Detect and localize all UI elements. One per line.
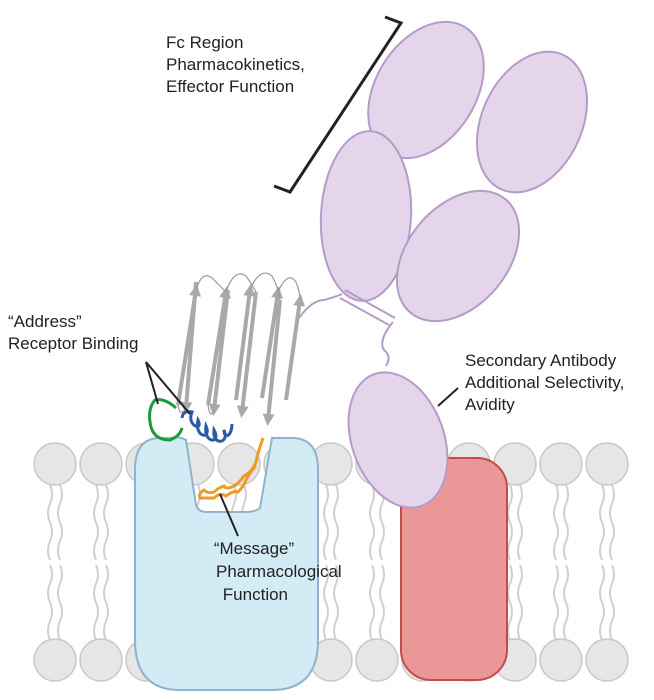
fc-region-line3: Effector Function [166,77,294,96]
beta-strand [206,286,231,406]
fc-domain-bottom-left [319,130,413,302]
beta-turn-loop [195,275,227,293]
lipid-head-inner [33,638,77,682]
secondary-linker [381,321,394,367]
beta-strand [234,284,256,401]
address-label: “Address” Receptor Binding [8,312,138,353]
primary-receptor [134,436,319,691]
lipid-tail-upper [333,484,339,561]
lipid-head-outer [79,442,123,486]
lipid-tail-upper [323,484,329,561]
lipid-tail-lower [103,564,109,641]
lipid-head-inner [79,638,123,682]
lipid-tail-upper [47,484,53,561]
peptide-fc-linker [298,293,343,319]
beta-turn-loop [225,273,257,293]
address-pointer [145,361,191,415]
hinge-disulfide-a [344,289,396,319]
lipid-tail-lower [323,564,329,641]
antibody-linkers [298,289,396,367]
lipid-tail-lower [369,564,375,641]
lipid-tail-upper [57,484,63,561]
lipid-tail-upper [93,484,99,561]
lipid-tail-upper [517,484,523,561]
lipid-head-inner [539,638,583,682]
lipid-tail-upper [609,484,615,561]
message-title: “Message” [214,539,295,558]
secondary-antibody-line2: Additional Selectivity, [465,373,624,392]
lipid-tail-upper [553,484,559,561]
address-loop [148,398,184,442]
lipid-tail-lower [93,564,99,641]
secondary-antibody-line3: Avidity [465,395,515,414]
beta-sheet-strands [176,272,306,426]
secondary-antibody-domain [347,371,449,509]
fc-region-line2: Pharmacokinetics, [166,55,305,74]
lipid-head-inner [585,638,629,682]
message-loop [198,437,265,500]
beta-strand [260,286,284,399]
beta-strand [284,294,306,401]
beta-strand [236,291,258,418]
lipid-head-outer [33,442,77,486]
lipid-tail-upper [563,484,569,561]
callout-lines [145,15,459,537]
fc-domain-bottom-right [395,189,521,323]
address-line2: Receptor Binding [8,334,138,353]
message-line2: Pharmacological [216,562,342,581]
helix-coil [180,410,234,443]
lipid-tail-lower [563,564,569,641]
fc-region-bracket [273,15,404,194]
fc-domain-top-right [475,50,589,194]
lipid-tail-lower [553,564,559,641]
lipid-head-outer [539,442,583,486]
secondary-antibody-pointer [437,387,459,407]
lipid-tail-lower [333,564,339,641]
lipid-tail-lower [609,564,615,641]
lipid-tail-lower [57,564,63,641]
message-line3: Function [223,585,288,604]
fc-region-antibody [319,20,589,323]
secondary-receptor [400,457,508,681]
address-title: “Address” [8,312,82,331]
lipid-tail-upper [103,484,109,561]
lipid-tail-lower [517,564,523,641]
lipid-tail-lower [599,564,605,641]
secondary-antibody-title: Secondary Antibody [465,351,617,370]
lipid-tail-upper [507,484,513,561]
beta-strand [180,281,198,414]
beta-turn-loop [277,277,301,301]
beta-turn-loop [207,404,215,415]
message-label: “Message” Pharmacological Function [214,539,342,604]
lipid-tail-upper [369,484,375,561]
lipid-tail-lower [507,564,513,641]
secondary-antibody-label: Secondary Antibody Additional Selectivit… [465,351,624,414]
lipid-head-outer [585,442,629,486]
hinge-disulfide-b [339,297,390,326]
fc-region-title: Fc Region [166,33,243,52]
beta-strand [262,299,282,426]
message-pointer [219,493,239,537]
lipid-tail-upper [599,484,605,561]
lipid-head-inner [355,638,399,682]
fc-region-label: Fc Region Pharmacokinetics, Effector Fun… [166,33,305,96]
beta-strand [208,289,230,416]
lipid-tail-lower [379,564,385,641]
lipid-tail-lower [47,564,53,641]
